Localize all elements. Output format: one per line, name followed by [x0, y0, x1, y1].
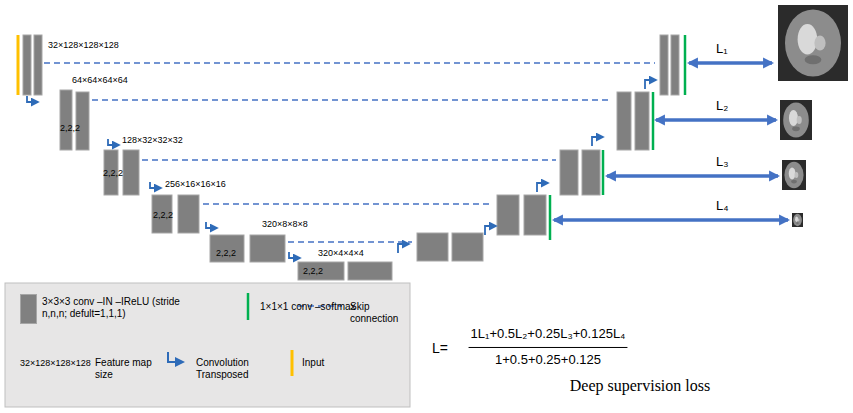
conv-block	[76, 92, 89, 150]
legend-panel	[5, 283, 410, 407]
supervision-arrow	[689, 61, 772, 65]
conv-block	[660, 35, 668, 95]
conv-block	[23, 35, 31, 95]
legend-input-sample	[291, 350, 294, 376]
formula-denominator: 1+0.5+0.25+0.125	[495, 353, 601, 368]
skip-connection	[44, 62, 655, 64]
stride-label: 2,2,2	[153, 210, 173, 220]
brain-image	[778, 5, 848, 81]
legend-text: Feature map size	[95, 357, 170, 380]
transposed-arrow	[206, 222, 217, 228]
conv-block	[524, 195, 546, 235]
conv-block	[617, 92, 631, 150]
brain-image	[792, 213, 803, 227]
skip-connection	[92, 99, 612, 101]
loss-label: L₂	[716, 99, 728, 114]
supervision-arrow	[554, 218, 788, 222]
legend-text: 3×3×3 conv –IN –IReLU (stride n,n,n; def…	[42, 296, 190, 319]
conv-block	[34, 35, 42, 95]
brain-image	[782, 160, 806, 190]
feature-size: 320×8×8×8	[262, 219, 308, 229]
legend-feature-sample: 32×128×128×128	[20, 358, 91, 368]
softmax-line	[684, 35, 687, 95]
transposed-arrow	[27, 96, 38, 102]
transposed-arrow	[108, 139, 119, 145]
input-line	[17, 35, 20, 95]
legend-transposed-sample	[168, 352, 183, 362]
conv-block	[298, 262, 344, 280]
conv-block	[210, 235, 244, 262]
legend-text: Convolution Transposed	[196, 357, 286, 380]
feature-size: 128×32×32×32	[122, 135, 183, 145]
brain-image	[780, 100, 812, 140]
transposed-arrow	[592, 137, 603, 146]
formula-caption: Deep supervision loss	[570, 377, 710, 395]
loss-label: L₃	[716, 155, 729, 170]
stride-label: 2,2,2	[60, 123, 80, 133]
transposed-arrow	[537, 183, 548, 192]
softmax-line	[652, 92, 655, 150]
supervision-arrow	[607, 174, 778, 178]
skip-connection	[142, 159, 556, 161]
softmax-line	[549, 195, 552, 240]
feature-size: 256×16×16×16	[165, 179, 226, 189]
feature-size: 64×64×64×64	[72, 75, 128, 85]
loss-label: L₁	[716, 42, 728, 57]
conv-block	[635, 92, 649, 150]
conv-block	[582, 150, 600, 195]
legend-text: Skip connection	[350, 301, 410, 324]
softmax-line	[602, 150, 605, 195]
transposed-arrow	[150, 182, 161, 188]
skip-connection	[288, 241, 412, 243]
conv-block	[178, 195, 199, 233]
feature-size: 320×4×4×4	[318, 248, 364, 258]
loss-label: L₄	[716, 199, 729, 214]
conv-block	[452, 233, 483, 261]
transposed-arrow	[398, 244, 409, 253]
legend-text: 1×1×1 conv –softmax	[260, 301, 400, 313]
stride-label: 2,2,2	[103, 168, 123, 178]
skip-connection	[203, 203, 493, 205]
conv-block	[560, 150, 578, 195]
formula-numerator: 1L₁+0.5L₂+0.25L₃+0.125L₄	[471, 327, 626, 342]
stride-label: 2,2,2	[216, 248, 236, 258]
conv-block	[671, 35, 679, 95]
feature-size: 32×128×128×128	[48, 40, 119, 50]
stride-label: 2,2,2	[303, 266, 323, 276]
transposed-arrow	[485, 226, 496, 235]
conv-block	[417, 233, 448, 261]
conv-block	[60, 90, 72, 150]
conv-block	[123, 150, 139, 195]
formula-lhs: L=	[432, 340, 448, 356]
legend-text: Input	[302, 357, 362, 369]
conv-block	[250, 235, 285, 262]
conv-block	[348, 262, 392, 280]
transposed-arrow	[289, 252, 300, 258]
legend-softmax-sample	[247, 293, 250, 320]
transposed-arrow	[645, 80, 656, 89]
supervision-arrow	[656, 118, 776, 122]
legend-swatch	[20, 294, 37, 324]
fraction-bar	[469, 347, 628, 348]
conv-block	[497, 195, 519, 235]
